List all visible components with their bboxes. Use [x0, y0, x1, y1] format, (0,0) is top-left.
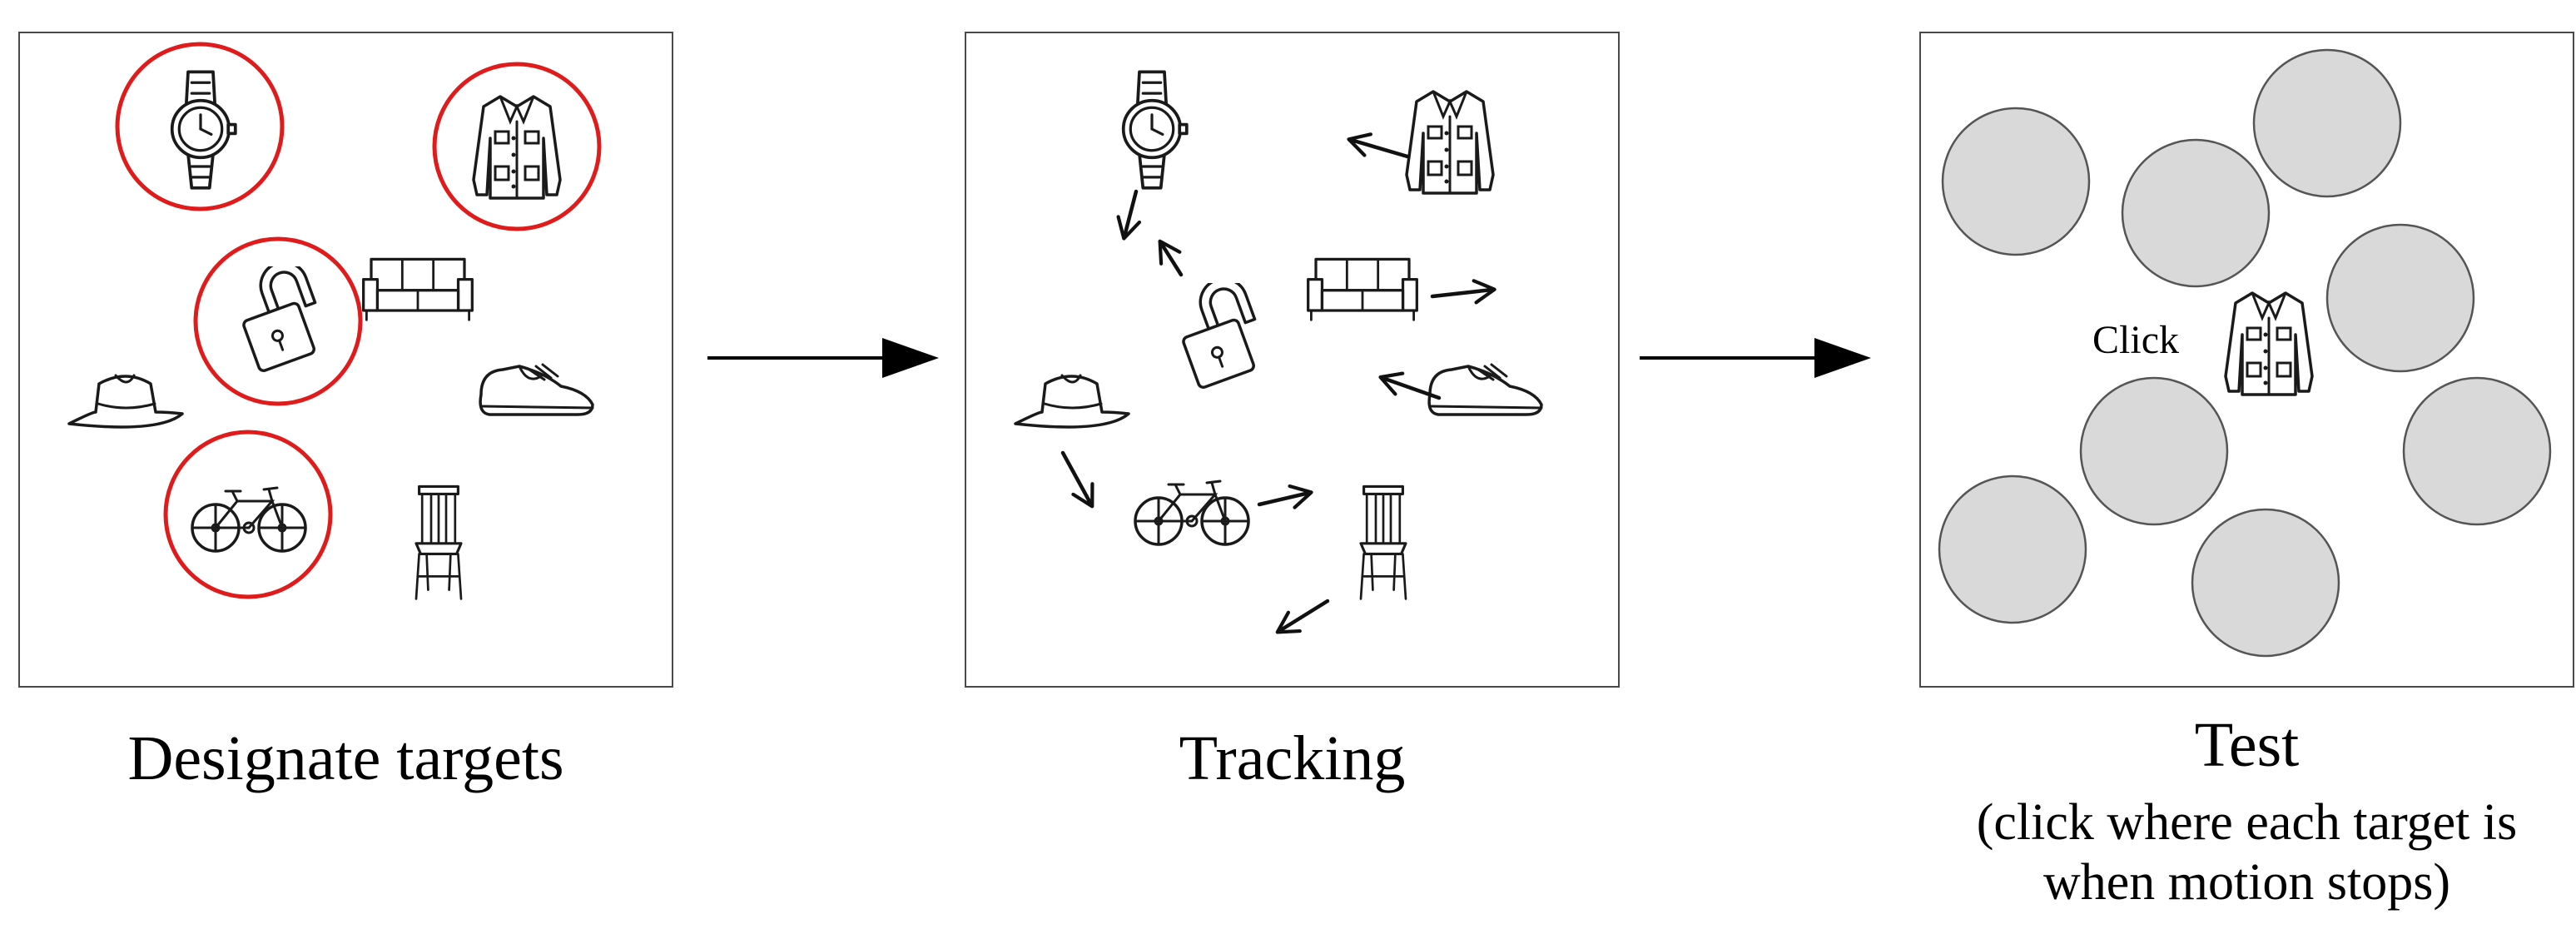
caption-test-subtitle: (click where each target is when motion …: [1976, 794, 2518, 911]
chair-icon: [414, 484, 463, 601]
hat-icon: [1014, 374, 1130, 429]
designate-scene: [67, 42, 602, 601]
couch-icon: [361, 257, 474, 322]
jacket-icon: [2224, 291, 2314, 396]
motion-arrow-watch: [1116, 189, 1142, 241]
motion-arrow-hat: [1060, 450, 1094, 509]
designate-panel: [18, 32, 673, 688]
chair-icon: [1359, 484, 1407, 601]
couch-icon: [1306, 257, 1419, 322]
placeholder-disk[interactable]: [2325, 223, 2475, 373]
watch-icon: [172, 72, 236, 187]
motion-arrow-shoe: [1378, 371, 1442, 400]
caption-designate: Designate targets: [127, 723, 564, 793]
placeholder-disk[interactable]: [2079, 376, 2229, 526]
jacket-icon: [472, 95, 562, 200]
shoe-icon: [479, 363, 594, 416]
shoe-icon: [1427, 363, 1543, 416]
bicycle-icon: [1135, 481, 1248, 544]
arrow-right-icon: [707, 338, 939, 378]
arrow-right-icon: [1640, 338, 1871, 378]
placeholder-disk[interactable]: [1938, 474, 2087, 624]
test-panel: Click: [1919, 32, 2574, 688]
motion-arrow-padlock: [1158, 239, 1184, 277]
motion-arrow-jacket: [1347, 132, 1410, 159]
placeholder-disk[interactable]: [2402, 376, 2552, 526]
bicycle-icon: [192, 488, 305, 551]
jacket-icon: [1405, 90, 1495, 195]
target-ring-padlock: [193, 236, 363, 406]
tracking-panel: [965, 32, 1620, 688]
motion-arrow-chair: [1275, 599, 1330, 634]
placeholder-disk[interactable]: [2191, 508, 2340, 658]
padlock-icon: [1180, 283, 1257, 390]
target-ring-bicycle: [163, 430, 333, 599]
target-ring-watch: [115, 42, 285, 211]
click-prompt: Click: [2092, 318, 2179, 362]
tracking-scene: [1014, 33, 1543, 634]
placeholder-disk[interactable]: [2121, 138, 2271, 288]
watch-icon: [1124, 72, 1187, 187]
motion-arrow-couch: [1430, 279, 1496, 305]
placeholder-disk[interactable]: [2252, 48, 2402, 198]
hat-icon: [67, 374, 184, 429]
test-scene: Click: [1938, 48, 2552, 658]
padlock-icon: [241, 266, 317, 374]
target-ring-jacket: [432, 62, 602, 231]
motion-arrow-bicycle: [1257, 484, 1313, 509]
caption-tracking: Tracking: [1179, 723, 1406, 793]
caption-test: Test: [2194, 710, 2300, 780]
placeholder-disk[interactable]: [1941, 107, 2091, 256]
